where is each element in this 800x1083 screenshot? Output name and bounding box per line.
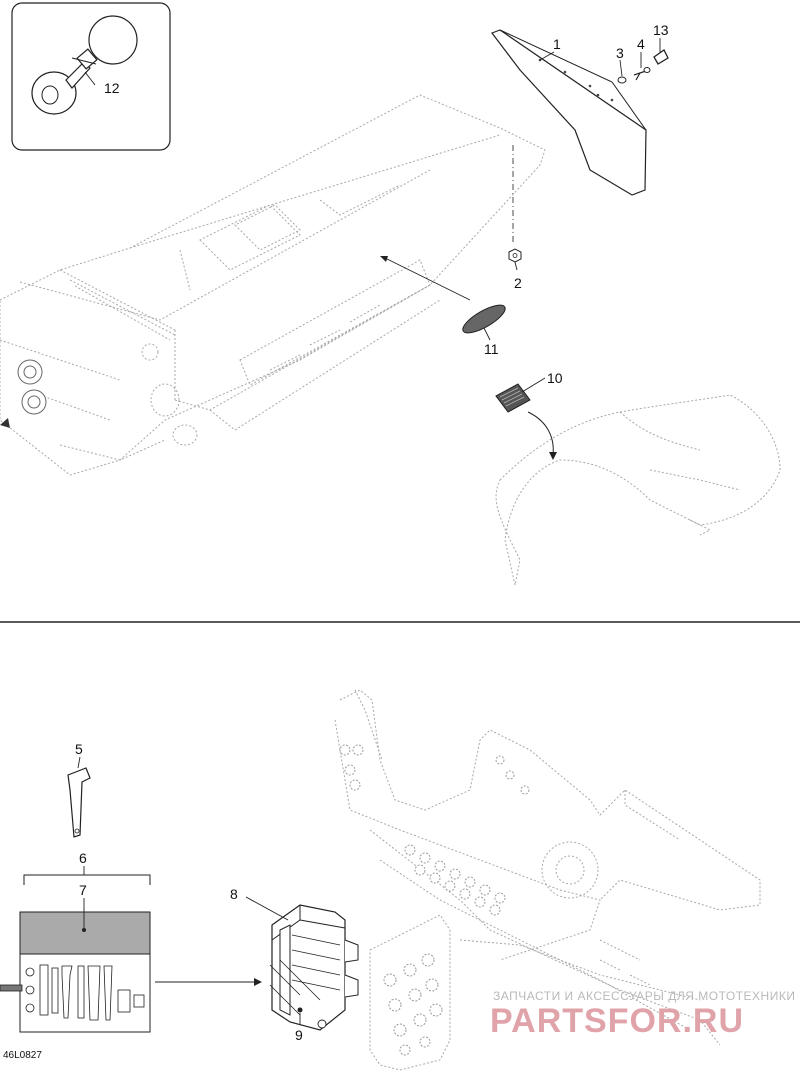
callout-9: 9 bbox=[295, 1027, 303, 1043]
leaders-top bbox=[84, 38, 661, 393]
callout-1: 1 bbox=[553, 36, 561, 52]
callout-12: 12 bbox=[104, 80, 120, 96]
reflector-decal bbox=[380, 256, 506, 334]
callout-4: 4 bbox=[637, 36, 645, 52]
watermark: ЗАПЧАСТИ И АКСЕССУАРЫ ДЛЯ МОТОТЕХНИКИ PA… bbox=[490, 989, 795, 1040]
washer bbox=[617, 76, 627, 84]
watermark-tagline: ЗАПЧАСТИ И АКСЕССУАРЫ ДЛЯ МОТОТЕХНИКИ bbox=[493, 989, 795, 1003]
tool-kit-bracket bbox=[23, 866, 151, 885]
callout-13: 13 bbox=[653, 22, 669, 38]
horn-illustration bbox=[31, 15, 138, 115]
callout-labels: 1 2 3 4 5 6 7 8 9 10 11 12 13 bbox=[75, 22, 669, 1043]
spanner-wrench bbox=[67, 756, 91, 838]
side-plate-ghost bbox=[369, 914, 451, 1071]
callout-7: 7 bbox=[79, 882, 87, 898]
callout-10: 10 bbox=[547, 370, 563, 386]
tunnel-chassis-ghost bbox=[0, 94, 546, 476]
callout-3: 3 bbox=[616, 45, 624, 61]
suspension-frame-ghost bbox=[334, 689, 761, 1046]
tool-kit-bag bbox=[0, 898, 262, 1033]
callout-6: 6 bbox=[79, 850, 87, 866]
nut bbox=[508, 145, 522, 263]
tool-box-housing bbox=[245, 896, 359, 1031]
vent-grille bbox=[495, 383, 557, 460]
screw bbox=[633, 67, 651, 81]
callout-11: 11 bbox=[484, 341, 499, 357]
callout-2: 2 bbox=[514, 275, 522, 291]
callout-5: 5 bbox=[75, 741, 83, 757]
clip-ring bbox=[653, 49, 669, 65]
watermark-logo-text: PARTSFOR.RU bbox=[490, 1002, 744, 1040]
hood-ghost bbox=[495, 394, 781, 586]
inset-horn-box bbox=[11, 2, 171, 151]
callout-8: 8 bbox=[230, 886, 238, 902]
diagram-reference-code: 46L0827 bbox=[3, 1050, 42, 1061]
